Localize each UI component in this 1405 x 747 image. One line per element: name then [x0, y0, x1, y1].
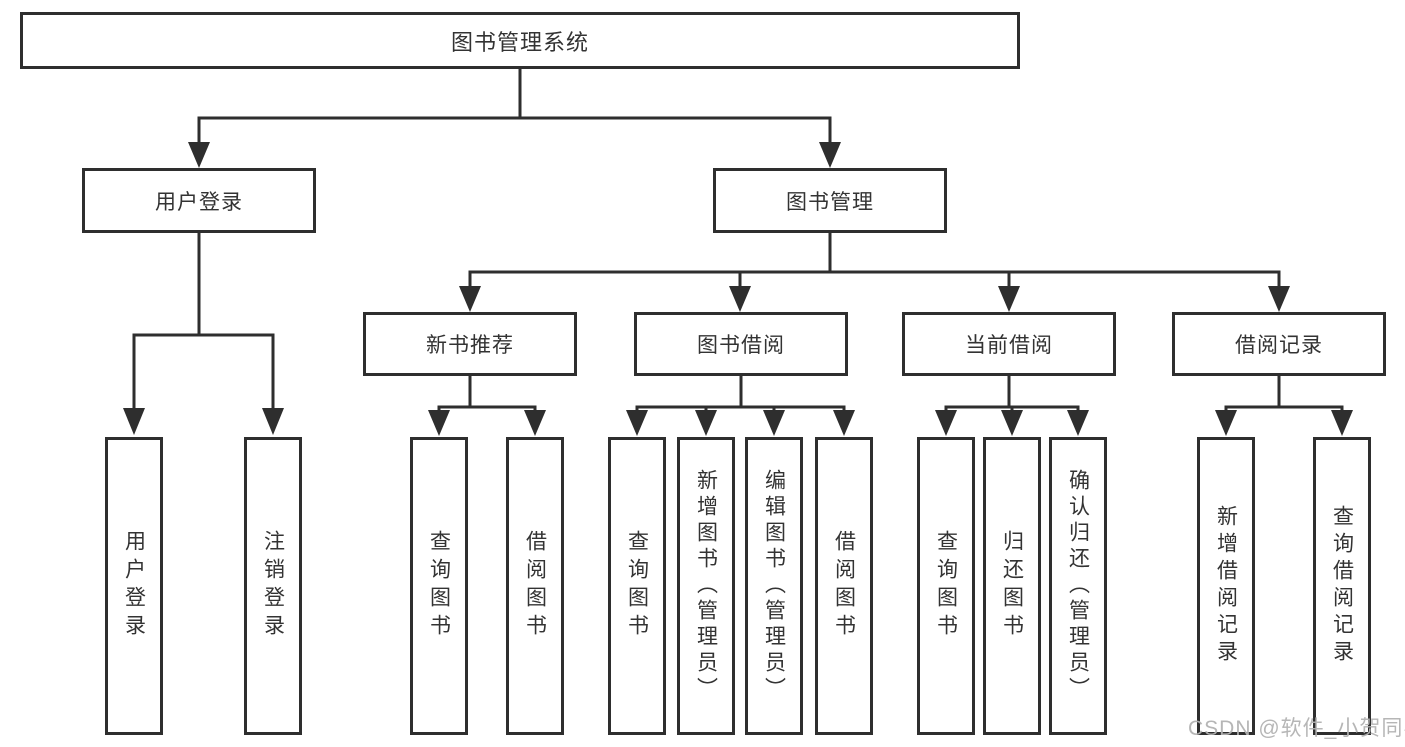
leaf-borrow-books: 借阅图书 [506, 437, 564, 735]
node-user-login: 用户登录 [82, 168, 316, 233]
leaf-query-books: 查询图书 [608, 437, 666, 735]
leaf-edit-books-admin: 编辑图书（管理员） [745, 437, 803, 735]
node-current-borrowing: 当前借阅 [902, 312, 1116, 376]
node-book-management: 图书管理 [713, 168, 947, 233]
csdn-watermark: CSDN @软件_小贺同学 [1188, 717, 1405, 740]
leaf-confirm-return-admin: 确认归还（管理员） [1049, 437, 1107, 735]
leaf-query-borrow-record: 查询借阅记录 [1313, 437, 1371, 735]
leaf-query-books: 查询图书 [410, 437, 468, 735]
leaf-borrow-books: 借阅图书 [815, 437, 873, 735]
leaf-logout: 注销登录 [244, 437, 302, 735]
leaf-add-borrow-record: 新增借阅记录 [1197, 437, 1255, 735]
node-borrowing-records: 借阅记录 [1172, 312, 1386, 376]
leaf-user-login: 用户登录 [105, 437, 163, 735]
node-library-management-system: 图书管理系统 [20, 12, 1020, 69]
leaf-return-books: 归还图书 [983, 437, 1041, 735]
leaf-query-books: 查询图书 [917, 437, 975, 735]
node-new-book-recommendation: 新书推荐 [363, 312, 577, 376]
leaf-add-books-admin: 新增图书（管理员） [677, 437, 735, 735]
node-book-borrowing: 图书借阅 [634, 312, 848, 376]
